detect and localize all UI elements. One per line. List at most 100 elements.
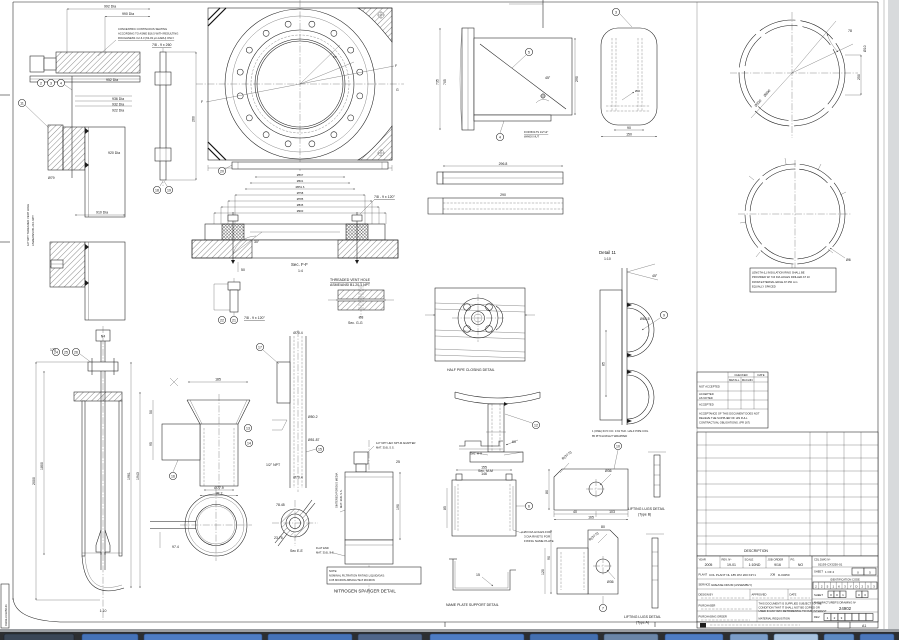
approval-checked: CHECKED bbox=[734, 373, 747, 377]
svg-text:1: 1 bbox=[827, 616, 829, 620]
section-letter-f: F bbox=[201, 100, 203, 104]
taskbar-window-button[interactable] bbox=[859, 633, 895, 640]
taskbar-window-button[interactable] bbox=[357, 633, 423, 640]
taskbar-window-button[interactable] bbox=[529, 633, 599, 640]
dim-146: 146 bbox=[481, 472, 487, 476]
taskbar-window-button[interactable] bbox=[729, 633, 769, 640]
dim-2968: 296.8 bbox=[499, 162, 508, 166]
taskbar-window-button[interactable] bbox=[143, 633, 263, 640]
taskbar-window-button[interactable] bbox=[267, 633, 353, 640]
taskbar-window-button[interactable] bbox=[664, 633, 724, 640]
caption-scale-110b: 1:10 bbox=[100, 609, 107, 613]
section-f-f: 20 Ø567 Ø601 Ø651.6 Ø758 Ø785 Ø835 Ø900 … bbox=[191, 161, 399, 273]
dim-thread-78: 7/8 - 9 x 120° bbox=[374, 195, 395, 199]
dim-90: 90 bbox=[627, 126, 631, 130]
tb-sheet-label: SHEET bbox=[814, 570, 823, 574]
note-bolts-1: FOR BOLTS 1/2"x2" bbox=[524, 130, 548, 134]
svg-text:12: 12 bbox=[534, 423, 538, 427]
svg-text:0: 0 bbox=[830, 593, 832, 597]
dim-502: Ø50.2 bbox=[308, 415, 318, 419]
detail-bars: 296.8 290 bbox=[427, 162, 564, 215]
balloon-24: 24 bbox=[52, 348, 60, 356]
note-rivets-1: 4-Ø3 DIA HOLES FOR bbox=[521, 530, 552, 534]
balloon-11: 11 bbox=[18, 99, 26, 107]
svg-text:24: 24 bbox=[54, 350, 58, 354]
dim-50b: 50 bbox=[149, 410, 153, 414]
dim-785: Ø785 bbox=[297, 197, 304, 201]
caption-type-b: (Type B) bbox=[638, 513, 651, 517]
note-media-2: MAT. 316L S.S. bbox=[339, 489, 343, 508]
svg-text:2: 2 bbox=[821, 585, 823, 589]
note-half-pipe-1: 1 (ONE) 63.5 O.D. 3.91 THK. HALF PIPE CO… bbox=[592, 429, 649, 433]
taskbar-window-button[interactable] bbox=[823, 633, 855, 640]
tb-conf-2: CONDITION THAT IT SHALL NOT BE COPIED OR bbox=[759, 605, 820, 609]
dim-8: Ø8 bbox=[359, 316, 364, 320]
approval-met: METALL. bbox=[729, 378, 740, 382]
tb-id-label: IDENTIFICATION CODE bbox=[830, 578, 860, 582]
taskbar-window-buttons[interactable] bbox=[3, 633, 895, 640]
section-letter-g: G bbox=[396, 88, 399, 92]
tb-mreq-label: MATERIAL REQUISITION bbox=[759, 617, 790, 621]
taskbar-window-button[interactable] bbox=[429, 633, 525, 640]
caption-sec-mm: Sec. M-M bbox=[478, 469, 493, 473]
dim-7845: 78.45 bbox=[276, 503, 285, 507]
svg-text:1: 1 bbox=[842, 593, 844, 597]
tb-rev-cells: 1 2 3 bbox=[823, 613, 874, 621]
dim-85b: 85 bbox=[443, 506, 447, 510]
note-adapter-2: MAT. 316L S.S. bbox=[376, 446, 395, 450]
nozzle-n4: N4 bbox=[101, 335, 106, 339]
dim-185: 185 bbox=[215, 378, 221, 382]
balloon-5: 5 bbox=[525, 48, 533, 56]
balloon-7: 7 bbox=[599, 604, 607, 612]
dim-920r: Ø920 bbox=[754, 99, 763, 108]
tb-conf-3: USED IN ANY WAY DETRIMENTAL TO OUR INTER… bbox=[759, 609, 828, 613]
dim-922: 922 Dia bbox=[112, 108, 124, 112]
svg-text:15: 15 bbox=[318, 447, 322, 451]
approval-date: DATE bbox=[758, 373, 765, 377]
tb-v3: 1:10ND bbox=[749, 563, 761, 567]
taskbar-window-button[interactable] bbox=[773, 633, 819, 640]
tb-h2: REV. Nº bbox=[722, 558, 732, 562]
caption-sec-ff: Sec. F-F bbox=[291, 262, 308, 267]
svg-text:6: 6 bbox=[528, 504, 530, 508]
balloon-22: 22 bbox=[218, 316, 226, 324]
balloon-14: 14 bbox=[245, 439, 253, 447]
note-adapter-1: 1/2" NPT HEX NPT-M ADAPTER bbox=[376, 441, 415, 445]
view-ring-1: 78 Ø10 250 Ø890 Ø920 bbox=[730, 12, 867, 138]
svg-text:13: 13 bbox=[246, 426, 250, 430]
tb-job-label: JOB bbox=[770, 573, 775, 577]
dim-45b: 45° bbox=[652, 274, 658, 278]
detail-lifting-lug-b: Ø36 R(37.5) 10 40 103 165 80 LIFTING LUG… bbox=[545, 442, 666, 521]
tb-v1: 2005 bbox=[705, 563, 713, 567]
approval-row-an1: ACCEPTED bbox=[699, 392, 714, 396]
tb-mfg-number: 24902 bbox=[839, 606, 852, 611]
dim-735: 735 bbox=[436, 79, 440, 85]
caption-sec-ee: Sec E-E bbox=[290, 549, 304, 553]
note-sparger-2: NOMINAL FILTRATION RATING LIQUID/GAS: bbox=[329, 574, 385, 578]
approval-note-3: CONTRACTUAL OBLIGATIONS. (PR 167) bbox=[699, 420, 750, 424]
note-rivets-2: 3 DIA RIVETS FOR bbox=[524, 535, 551, 539]
detail-funnel: 185 13 14 16 50 95 Ø77.9 98.2 bbox=[149, 378, 253, 497]
detail-half-pipe-closing: HALF PIPE CLOSING DETAIL bbox=[425, 287, 535, 372]
dim-260: 260 bbox=[192, 116, 196, 122]
dim-900: Ø900 bbox=[297, 209, 304, 213]
taskbar-window-button[interactable] bbox=[3, 633, 75, 640]
svg-text:19: 19 bbox=[167, 188, 171, 192]
dim-85: 85 bbox=[602, 362, 606, 366]
caption-scale-14: 1:4 bbox=[298, 269, 303, 273]
dim-5187: Ø51.87 bbox=[308, 438, 320, 442]
taskbar-window-button[interactable] bbox=[603, 633, 659, 640]
tb-sheet-box-1: 0 bbox=[857, 570, 859, 574]
balloon-25: 25 bbox=[62, 348, 70, 356]
svg-text:3: 3 bbox=[844, 585, 846, 589]
detail-dip-pipe: Ø70.4 17 Ø50.2 Ø51.87 15 1/2" NPT Ø70.4 bbox=[256, 330, 324, 492]
taskbar-window-button[interactable] bbox=[81, 633, 139, 640]
balloon-6: 6 bbox=[525, 502, 533, 510]
dim-36b: Ø36 bbox=[607, 580, 614, 584]
tb-v4: 9/16 bbox=[774, 563, 781, 567]
dim-290a: 290 bbox=[575, 76, 579, 82]
dim-705: 705 bbox=[443, 79, 447, 85]
title-block: YEAR 2005 REV. Nº 19-01 SCALE 1:10ND JOB… bbox=[696, 555, 879, 629]
balloon-26: 26 bbox=[72, 348, 80, 356]
